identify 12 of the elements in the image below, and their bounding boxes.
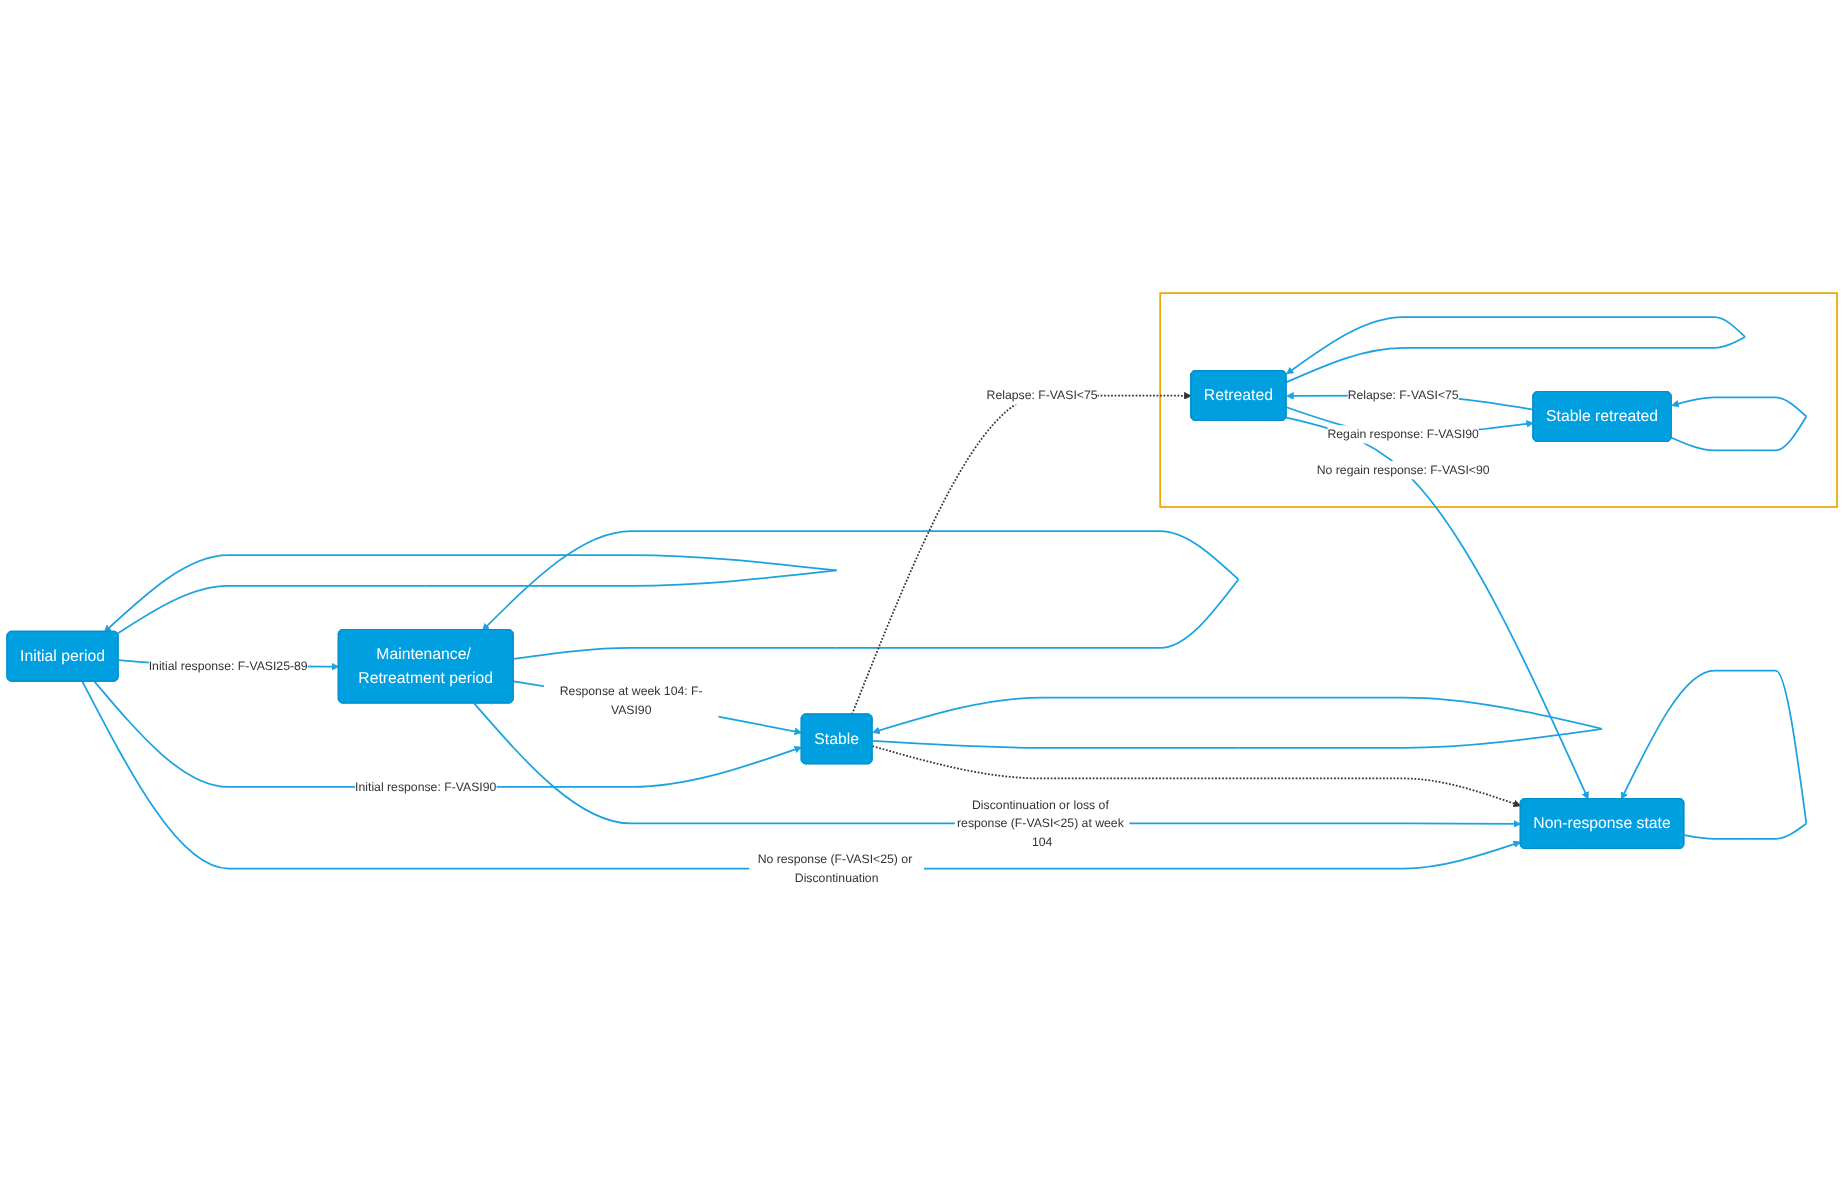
arrow	[103, 554, 838, 635]
arrow	[1285, 316, 1746, 384]
arrow	[482, 530, 1240, 660]
arrow	[473, 702, 1522, 828]
arrow	[1670, 396, 1808, 452]
arrow	[93, 680, 802, 788]
arrow	[871, 745, 1521, 808]
arrow	[871, 696, 1603, 749]
arrow	[81, 680, 1521, 870]
arrow	[1285, 416, 1589, 800]
cluster	[1159, 292, 1838, 508]
arrow	[1620, 669, 1808, 840]
